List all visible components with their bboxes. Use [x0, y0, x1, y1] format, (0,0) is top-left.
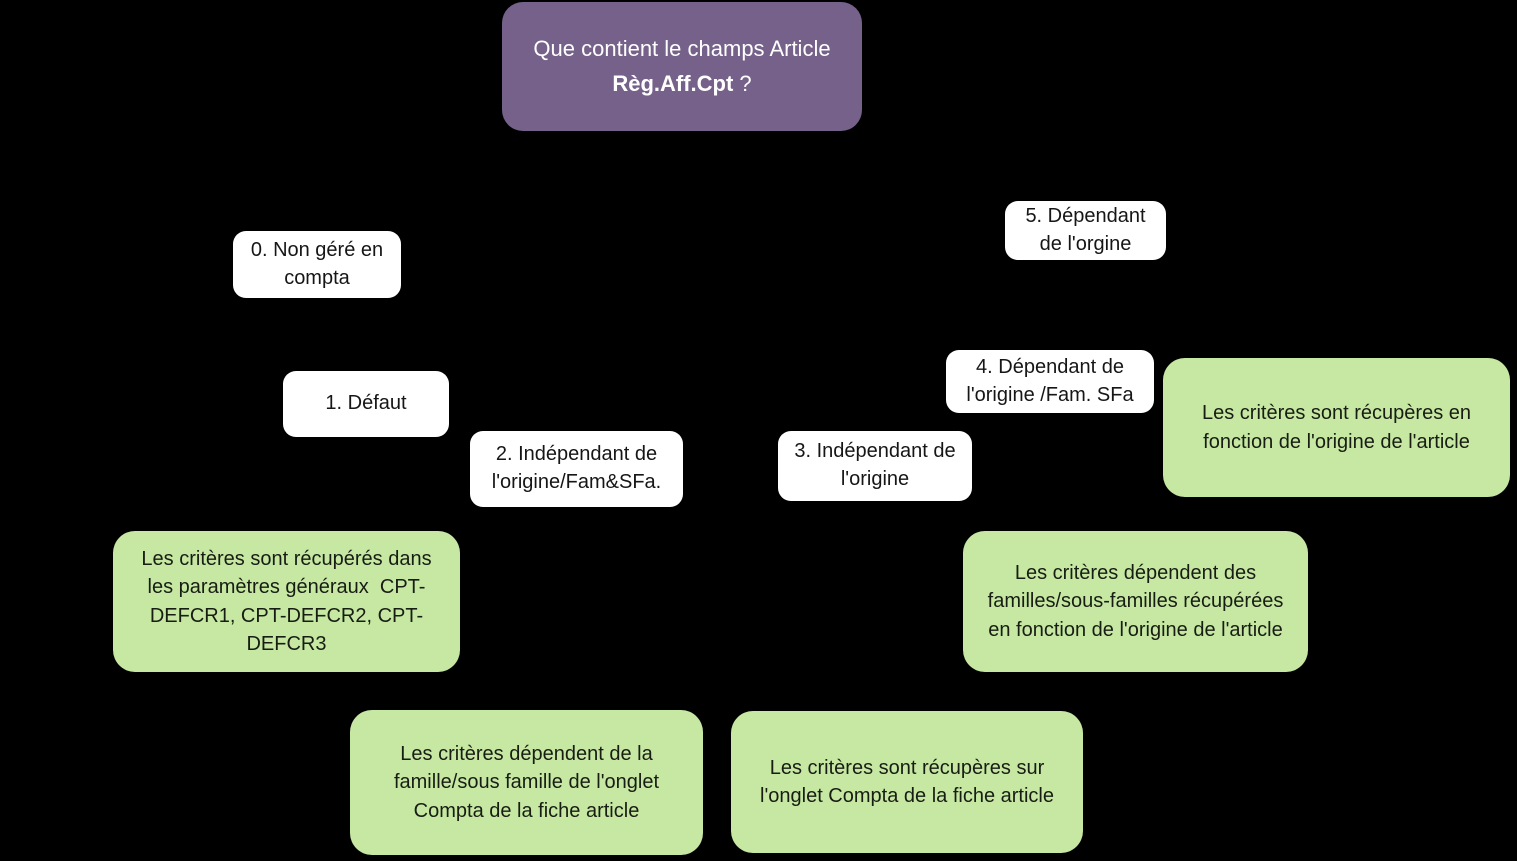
question-mark: ? — [733, 70, 752, 96]
option-node-3-independant-origine: 3. Indépendant de l'origine — [778, 431, 972, 501]
detail-node-parametres-generaux: Les critères sont récupérés dans les par… — [113, 531, 460, 672]
question-field-name: Règ.Aff.Cpt — [612, 70, 734, 96]
option-node-4-dependant-origine-fam-sfa: 4. Dépendant de l'origine /Fam. SFa — [946, 350, 1154, 413]
option-node-2-independant-origine-fam-sfa: 2. Indépendant de l'origine/Fam&SFa. — [470, 431, 683, 507]
detail-node-onglet-compta-fiche-article: Les critères sont récupères sur l'onglet… — [731, 711, 1083, 853]
option-node-0-non-gere-compta: 0. Non géré en compta — [233, 231, 401, 298]
question-line-1: Que contient le champs Article — [533, 36, 831, 62]
question-root-node: Que contient le champs Article Règ.Aff.C… — [502, 2, 862, 131]
option-node-5-dependant-origine: 5. Dépendant de l'orgine — [1005, 201, 1166, 260]
detail-node-criteres-selon-origine: Les critères sont récupères en fonction … — [1163, 358, 1510, 497]
question-line-2: Règ.Aff.Cpt ? — [612, 67, 751, 101]
detail-node-familles-selon-origine: Les critères dépendent des familles/sous… — [963, 531, 1308, 672]
option-node-1-defaut: 1. Défaut — [283, 371, 449, 437]
detail-node-famille-sous-famille-onglet: Les critères dépendent de la famille/sou… — [350, 710, 703, 855]
